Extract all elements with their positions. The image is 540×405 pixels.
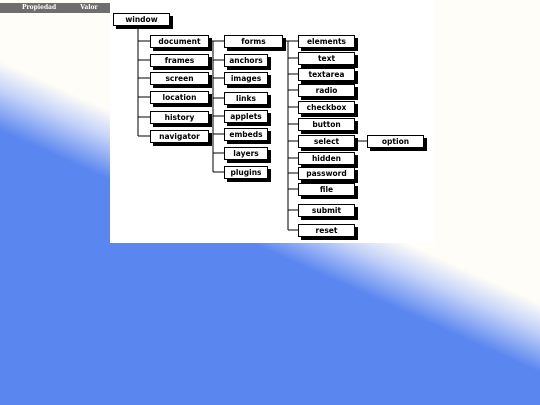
node-history: history bbox=[150, 111, 209, 124]
node-radio: radio bbox=[298, 84, 355, 97]
node-forms: forms bbox=[224, 35, 283, 48]
property-table-header: Propiedad Valor bbox=[0, 3, 111, 13]
node-text: text bbox=[298, 52, 355, 65]
node-hidden: hidden bbox=[298, 152, 355, 165]
node-applets: applets bbox=[224, 110, 268, 123]
node-textarea: textarea bbox=[298, 68, 355, 81]
node-anchors: anchors bbox=[224, 54, 268, 67]
node-window: window bbox=[113, 13, 170, 26]
node-checkbox: checkbox bbox=[298, 101, 355, 114]
value-column-header: Valor bbox=[80, 4, 98, 11]
node-file: file bbox=[298, 183, 355, 196]
node-images: images bbox=[224, 72, 268, 85]
node-location: location bbox=[150, 91, 209, 104]
node-frames: frames bbox=[150, 54, 209, 67]
node-elements: elements bbox=[298, 35, 355, 48]
node-document: document bbox=[150, 35, 209, 48]
node-reset: reset bbox=[298, 224, 355, 237]
node-submit: submit bbox=[298, 204, 355, 217]
node-embeds: embeds bbox=[224, 128, 268, 141]
node-plugins: plugins bbox=[224, 166, 268, 179]
node-links: links bbox=[224, 92, 268, 105]
node-select: select bbox=[298, 135, 355, 148]
node-button: button bbox=[298, 118, 355, 131]
node-password: password bbox=[298, 167, 355, 180]
node-option: option bbox=[367, 135, 424, 148]
node-screen: screen bbox=[150, 72, 209, 85]
node-navigator: navigator bbox=[150, 130, 209, 143]
property-column-header: Propiedad bbox=[22, 4, 57, 11]
node-layers: layers bbox=[224, 147, 268, 160]
